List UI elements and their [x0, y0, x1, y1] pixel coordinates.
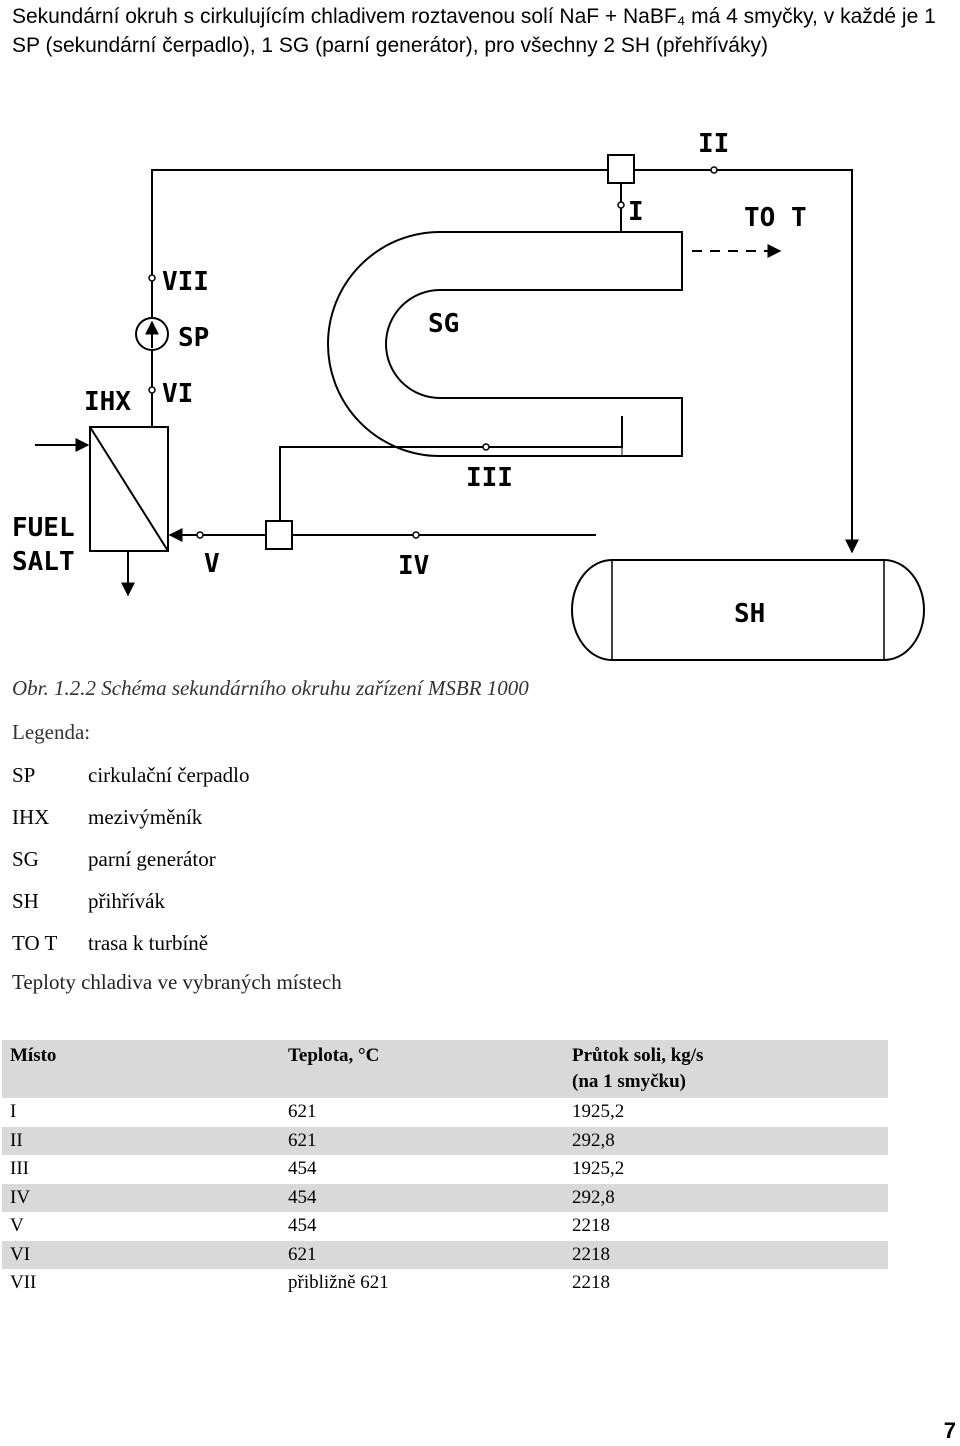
- point-iii-marker: [482, 443, 490, 451]
- intro-paragraph: Sekundární okruh s cirkulujícím chladive…: [12, 5, 936, 57]
- secondary-circuit-diagram: II I TO T VII SP SG IHX VI III FUEL SALT…: [12, 129, 925, 661]
- legend-desc: přihřívák: [88, 889, 165, 913]
- label-ii: II: [698, 129, 729, 159]
- legend-abbr: SP: [12, 763, 36, 787]
- table-row: IV 454 292,8: [2, 1183, 888, 1212]
- header-place: Místo: [2, 1040, 280, 1098]
- legend-item: SH přihřívák: [12, 884, 250, 926]
- legend-item: IHX mezivýměník: [12, 800, 250, 842]
- top-pipe-right: [634, 169, 859, 554]
- cell-flow: 2218: [572, 1215, 610, 1237]
- label-sp: SP: [178, 323, 209, 353]
- label-salt: SALT: [12, 547, 75, 577]
- cell-place: VII: [10, 1272, 37, 1294]
- legend-title: Legenda:: [12, 720, 91, 744]
- point-ii-marker: [710, 166, 718, 174]
- point-v-marker: [196, 531, 204, 539]
- cell-flow: 2218: [572, 1272, 610, 1294]
- header-flow-line2: (na 1 smyčku): [572, 1071, 687, 1092]
- legend-abbr: TO T: [12, 931, 58, 955]
- table-row: II 621 292,8: [2, 1126, 888, 1155]
- temperature-table: Místo Teplota, °C Průtok soli, kg/s (na …: [2, 1040, 888, 1298]
- legend-abbr: SH: [12, 889, 39, 913]
- cell-flow: 292,8: [564, 1126, 888, 1155]
- cell-temperature: přibližně 621: [288, 1272, 389, 1294]
- cell-flow: 1925,2: [572, 1158, 625, 1180]
- legend-desc: trasa k turbíně: [88, 931, 209, 955]
- legend-abbr: IHX: [12, 805, 50, 829]
- legend-item: SP cirkulační čerpadlo: [12, 758, 250, 800]
- top-valve: [607, 154, 635, 184]
- cell-place: II: [2, 1126, 280, 1155]
- table-row: VII přibližně 621 2218: [2, 1269, 888, 1298]
- label-iii: III: [466, 463, 513, 493]
- legend-desc: mezivýměník: [88, 805, 203, 829]
- steam-generator-utube: [327, 231, 683, 457]
- point-vi-marker: [148, 386, 156, 394]
- cell-place: V: [10, 1215, 24, 1237]
- label-fuel: FUEL: [12, 513, 75, 543]
- page-number: 7: [943, 1418, 956, 1443]
- header-temperature: Teplota, °C: [280, 1040, 564, 1098]
- cell-flow: 2218: [564, 1240, 888, 1269]
- table-row: V 454 2218: [2, 1212, 888, 1241]
- label-tot: TO T: [744, 203, 807, 233]
- header-flow: Průtok soli, kg/s (na 1 smyčku): [564, 1040, 888, 1098]
- cell-temperature: 454: [280, 1183, 564, 1212]
- legend-desc: parní generátor: [88, 847, 216, 871]
- cell-temperature: 621: [280, 1126, 564, 1155]
- label-iv: IV: [398, 551, 429, 581]
- return-pipe: [279, 416, 623, 521]
- temperatures-title: Teploty chladiva ve vybraných místech: [12, 970, 342, 994]
- table-row: III 454 1925,2: [2, 1155, 888, 1184]
- table-header-row: Místo Teplota, °C Průtok soli, kg/s (na …: [2, 1040, 888, 1098]
- legend-abbr: SG: [12, 847, 39, 871]
- table-row: VI 621 2218: [2, 1240, 888, 1269]
- figure-caption: Obr. 1.2.2 Schéma sekundárního okruhu za…: [12, 676, 529, 700]
- cell-temperature: 621: [280, 1240, 564, 1269]
- cell-place: IV: [2, 1183, 280, 1212]
- label-vii: VII: [162, 267, 209, 297]
- point-vii-marker: [148, 274, 156, 282]
- cell-place: III: [10, 1158, 29, 1180]
- point-iv-marker: [412, 531, 420, 539]
- legend-item: SG parní generátor: [12, 842, 250, 884]
- cell-temperature: 454: [288, 1158, 317, 1180]
- cell-flow: 292,8: [564, 1183, 888, 1212]
- legend-desc: cirkulační čerpadlo: [88, 763, 250, 787]
- cell-place: I: [10, 1101, 17, 1123]
- ihx-diagonal: [89, 426, 169, 552]
- cell-temperature: 621: [288, 1101, 317, 1123]
- lower-valve: [265, 520, 293, 550]
- label-sg: SG: [428, 309, 459, 339]
- header-flow-line1: Průtok soli, kg/s: [572, 1045, 704, 1066]
- cell-place: VI: [2, 1240, 280, 1269]
- label-vi: VI: [162, 379, 193, 409]
- point-i-marker: [617, 201, 625, 209]
- label-sh: SH: [734, 599, 765, 629]
- cell-temperature: 454: [288, 1215, 317, 1237]
- label-i: I: [628, 197, 644, 227]
- legend-list: SP cirkulační čerpadlo IHX mezivýměník S…: [12, 758, 250, 968]
- cell-flow: 1925,2: [572, 1101, 625, 1123]
- legend-item: TO T trasa k turbíně: [12, 926, 250, 968]
- label-v: V: [204, 549, 220, 579]
- table-row: I 621 1925,2: [2, 1098, 888, 1127]
- label-ihx: IHX: [84, 387, 131, 417]
